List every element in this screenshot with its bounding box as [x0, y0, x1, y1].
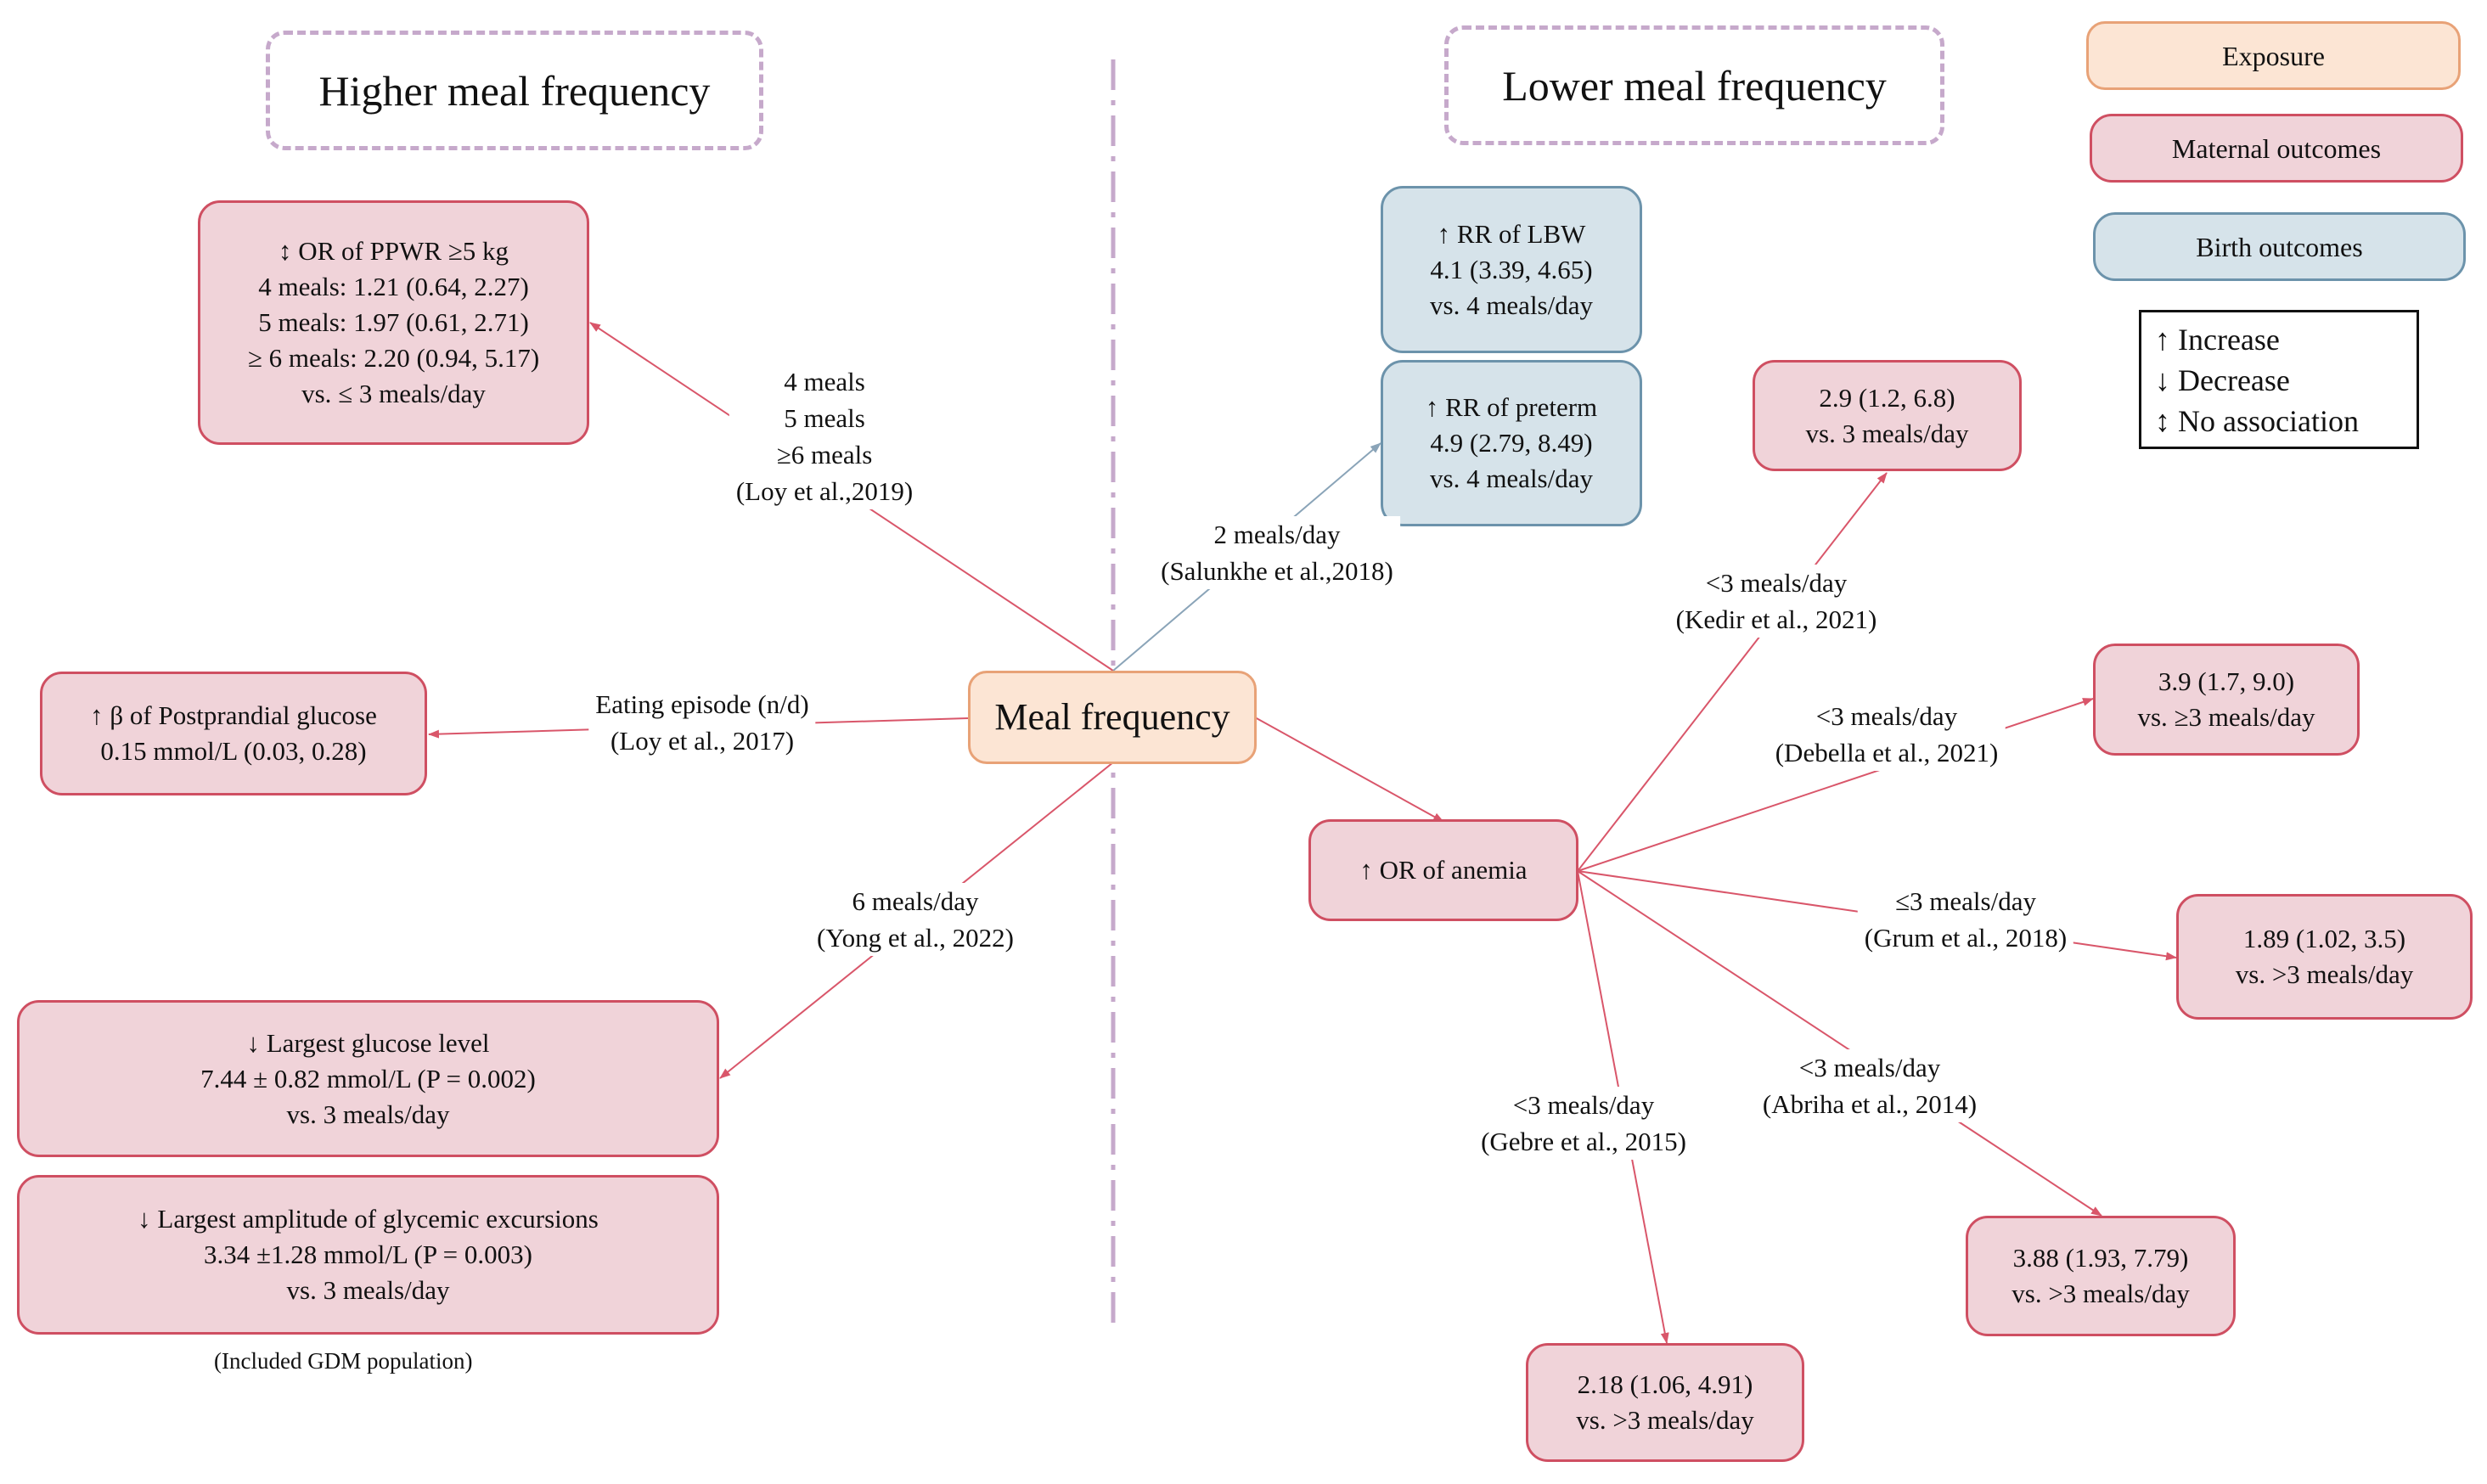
legend-birth: Birth outcomes: [2093, 212, 2466, 281]
meal-frequency-label: Meal frequency: [994, 696, 1230, 738]
grum2018-citation: (Grum et al., 2018): [1864, 923, 2068, 953]
loy2019-citation: (Loy et al.,2019): [735, 476, 914, 506]
legend-birth-label: Birth outcomes: [2196, 231, 2363, 262]
arrow-to-debella-result: [1577, 698, 2094, 872]
ppwr-outcome-box: ↕ OR of PPWR ≥5 kg 4 meals: 1.21 (0.64, …: [198, 200, 589, 445]
debella-result-reference: vs. ≥3 meals/day: [2137, 702, 2315, 732]
legend-exposure-label: Exposure: [2222, 40, 2325, 71]
kedir2021-citation: (Kedir et al., 2021): [1675, 604, 1877, 634]
preterm-outcome-box: ↑ RR of preterm 4.9 (2.79, 8.49) vs. 4 m…: [1381, 360, 1642, 526]
debella2021-citation: (Debella et al., 2021): [1775, 738, 1999, 767]
meal-frequency-node: Meal frequency: [968, 671, 1257, 764]
preterm-reference: vs. 4 meals/day: [1430, 464, 1593, 493]
edge-label-debella2021: <3 meals/day (Debella et al., 2021): [1768, 698, 2006, 771]
ppwr-reference: vs. ≤ 3 meals/day: [301, 379, 486, 408]
loy2019-line-1: 4 meals: [784, 367, 865, 396]
kedir-result-reference: vs. 3 meals/day: [1805, 418, 1969, 448]
abriha-result-value: 3.88 (1.93, 7.79): [2012, 1243, 2189, 1273]
legend-exposure: Exposure: [2086, 21, 2461, 90]
glycemic-amplitude-title: ↓ Largest amplitude of glycemic excursio…: [138, 1204, 599, 1234]
loy2019-line-3: ≥6 meals: [776, 440, 873, 469]
preterm-value: 4.9 (2.79, 8.49): [1430, 428, 1593, 458]
kedir2021-line-1: <3 meals/day: [1705, 568, 1848, 598]
preterm-title: ↑ RR of preterm: [1425, 392, 1598, 422]
grum-result-reference: vs. >3 meals/day: [2235, 959, 2414, 989]
gebre-result-box: 2.18 (1.06, 4.91) vs. >3 meals/day: [1526, 1343, 1804, 1462]
legend-maternal: Maternal outcomes: [2090, 114, 2463, 183]
lbw-value: 4.1 (3.39, 4.65): [1430, 254, 1593, 284]
edge-label-grum2018: ≤3 meals/day (Grum et al., 2018): [1857, 883, 2074, 956]
gebre2015-citation: (Gebre et al., 2015): [1481, 1127, 1686, 1156]
gebre2015-line-1: <3 meals/day: [1512, 1090, 1655, 1120]
arrow-to-anemia: [1254, 717, 1444, 823]
edge-label-kedir2021: <3 meals/day (Kedir et al., 2021): [1668, 565, 1884, 638]
heading-higher-frequency: Higher meal frequency: [266, 31, 763, 150]
abriha-result-reference: vs. >3 meals/day: [2012, 1279, 2190, 1308]
heading-lower-text: Lower meal frequency: [1502, 61, 1887, 110]
postprandial-glucose-box: ↑ β of Postprandial glucose 0.15 mmol/L …: [40, 672, 427, 795]
kedir-result-value: 2.9 (1.2, 6.8): [1819, 382, 1955, 413]
legend-increase: ↑ Increase: [2155, 323, 2280, 357]
lbw-outcome-box: ↑ RR of LBW 4.1 (3.39, 4.65) vs. 4 meals…: [1381, 186, 1642, 353]
ppwr-title: ↕ OR of PPWR ≥5 kg: [278, 236, 509, 266]
heading-higher-text: Higher meal frequency: [318, 66, 711, 115]
salunkhe2018-line-1: 2 meals/day: [1213, 520, 1341, 549]
largest-glucose-title: ↓ Largest glucose level: [246, 1027, 490, 1058]
debella-result-value: 3.9 (1.7, 9.0): [2158, 666, 2295, 696]
abriha2014-citation: (Abriha et al., 2014): [1762, 1089, 1978, 1119]
loy2017-line-1: Eating episode (n/d): [595, 689, 809, 719]
edge-label-salunkhe2018: 2 meals/day (Salunkhe et al.,2018): [1154, 516, 1400, 589]
grum2018-line-1: ≤3 meals/day: [1895, 886, 2036, 916]
edge-label-abriha2014: <3 meals/day (Abriha et al., 2014): [1755, 1049, 1984, 1122]
legend-symbol-key: ↑ Increase ↓ Decrease ↕ No association: [2139, 310, 2419, 449]
kedir-result-box: 2.9 (1.2, 6.8) vs. 3 meals/day: [1753, 360, 2022, 471]
edge-label-loy2017: Eating episode (n/d) (Loy et al., 2017): [588, 686, 816, 759]
yong2022-citation: (Yong et al., 2022): [817, 923, 1014, 953]
gebre-result-reference: vs. >3 meals/day: [1576, 1405, 1754, 1435]
loy2017-citation: (Loy et al., 2017): [610, 726, 795, 756]
ppwr-5-meals: 5 meals: 1.97 (0.61, 2.71): [258, 307, 529, 337]
largest-glucose-box: ↓ Largest glucose level 7.44 ± 0.82 mmol…: [17, 1000, 719, 1157]
anemia-title: ↑ OR of anemia: [1359, 855, 1528, 885]
largest-glucose-reference: vs. 3 meals/day: [286, 1099, 450, 1129]
loy2019-line-2: 5 meals: [784, 403, 865, 433]
yong2022-line-1: 6 meals/day: [852, 886, 979, 916]
debella-result-box: 3.9 (1.7, 9.0) vs. ≥3 meals/day: [2093, 644, 2360, 756]
abriha2014-line-1: <3 meals/day: [1798, 1053, 1941, 1082]
glycemic-amplitude-value: 3.34 ±1.28 mmol/L (P = 0.003): [204, 1239, 532, 1269]
ppwr-4-meals: 4 meals: 1.21 (0.64, 2.27): [258, 272, 529, 301]
arrow-to-abriha-result: [1577, 870, 2102, 1217]
edge-label-loy2019: 4 meals 5 meals ≥6 meals (Loy et al.,201…: [729, 363, 920, 509]
grum-result-value: 1.89 (1.02, 3.5): [2242, 924, 2406, 953]
gdm-population-note: (Included GDM population): [214, 1348, 473, 1374]
salunkhe2018-citation: (Salunkhe et al.,2018): [1161, 556, 1393, 586]
postprandial-glucose-title: ↑ β of Postprandial glucose: [90, 700, 377, 730]
grum-result-box: 1.89 (1.02, 3.5) vs. >3 meals/day: [2176, 894, 2473, 1020]
ppwr-6-meals: ≥ 6 meals: 2.20 (0.94, 5.17): [247, 343, 540, 373]
postprandial-glucose-value: 0.15 mmol/L (0.03, 0.28): [100, 736, 367, 766]
largest-glucose-value: 7.44 ± 0.82 mmol/L (P = 0.002): [200, 1063, 536, 1093]
debella2021-line-1: <3 meals/day: [1815, 701, 1958, 731]
anemia-outcome-box: ↑ OR of anemia: [1308, 819, 1578, 921]
edge-label-yong2022: 6 meals/day (Yong et al., 2022): [810, 883, 1021, 956]
heading-lower-frequency: Lower meal frequency: [1444, 25, 1944, 145]
gebre-result-value: 2.18 (1.06, 4.91): [1577, 1369, 1753, 1399]
lbw-title: ↑ RR of LBW: [1437, 218, 1586, 249]
legend-decrease: ↓ Decrease: [2155, 363, 2290, 397]
glycemic-amplitude-box: ↓ Largest amplitude of glycemic excursio…: [17, 1175, 719, 1335]
legend-no-association: ↕ No association: [2155, 404, 2359, 438]
legend-maternal-label: Maternal outcomes: [2171, 132, 2382, 164]
glycemic-amplitude-reference: vs. 3 meals/day: [286, 1275, 450, 1305]
abriha-result-box: 3.88 (1.93, 7.79) vs. >3 meals/day: [1966, 1216, 2236, 1336]
arrow-to-kedir-result: [1577, 472, 1888, 872]
lbw-reference: vs. 4 meals/day: [1430, 289, 1593, 320]
edge-label-gebre2015: <3 meals/day (Gebre et al., 2015): [1474, 1087, 1693, 1160]
